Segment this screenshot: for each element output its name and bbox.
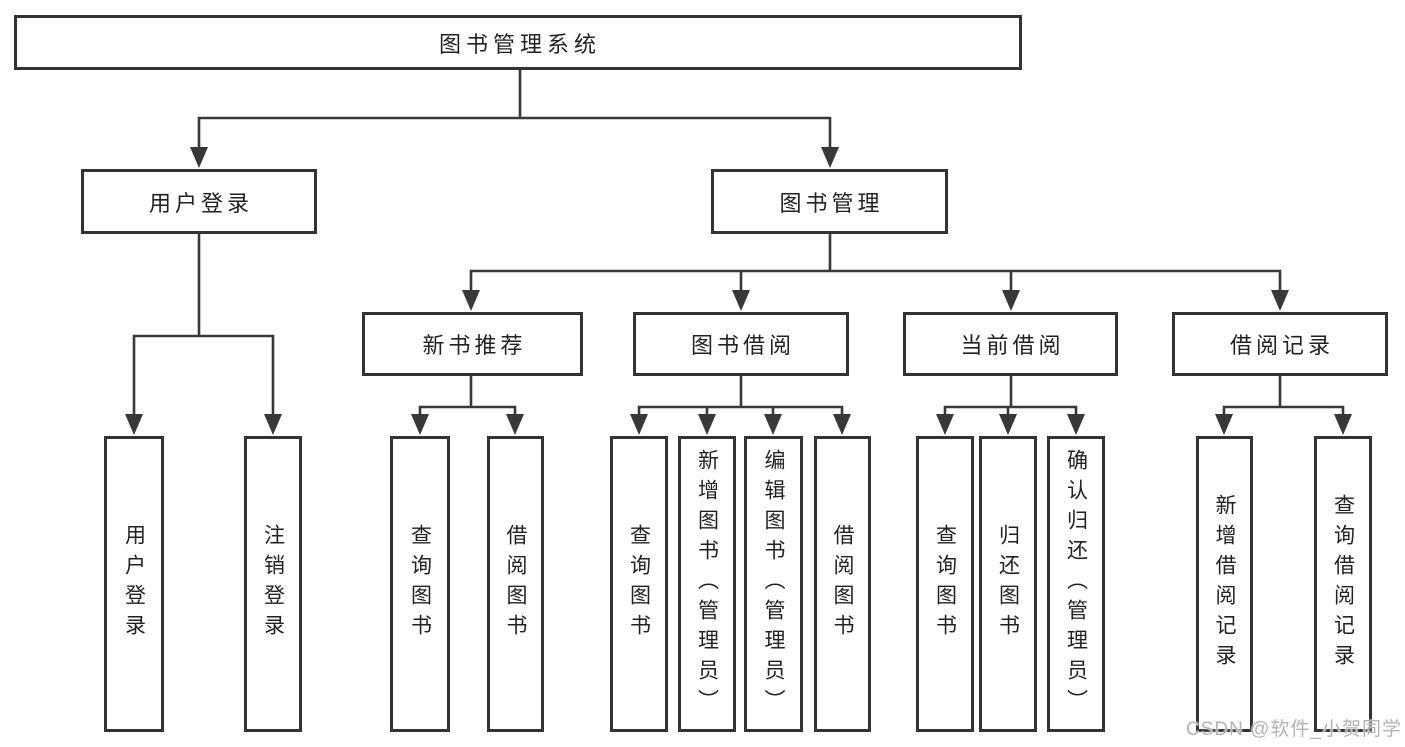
node-current-borrowing-label: 当前借阅 [960,333,1065,358]
leaf-newbooks-borrow-books-label: 借阅图书 [504,524,527,644]
node-book-borrowing: 图书借阅 [633,312,849,376]
node-borrowing-records: 借阅记录 [1172,312,1388,376]
node-root-label: 图书管理系统 [438,31,601,57]
leaf-borrowing-borrow-books: 借阅图书 [814,436,871,732]
node-book-borrowing-label: 图书借阅 [690,333,795,358]
leaf-borrowing-add-books-admin: 新增图书（管理员） [678,436,736,732]
leaf-records-add-record: 新增借阅记录 [1196,436,1253,732]
leaf-newbooks-borrow-books: 借阅图书 [487,436,544,732]
leaf-newbooks-query-books-label: 查询图书 [408,524,432,644]
leaf-newbooks-query-books: 查询图书 [390,436,450,732]
leaf-borrowing-edit-books-admin-label: 编辑图书（管理员） [762,449,785,719]
node-book-management: 图书管理 [711,169,948,234]
node-new-book-recommend: 新书推荐 [362,312,583,376]
node-borrowing-records-label: 借阅记录 [1229,333,1334,358]
node-root: 图书管理系统 [14,15,1022,70]
leaf-logout-label: 注销登录 [261,524,285,644]
leaf-records-query-record: 查询借阅记录 [1314,436,1372,732]
node-current-borrowing: 当前借阅 [903,312,1118,376]
leaf-current-query-books-label: 查询图书 [933,524,957,644]
leaf-current-confirm-return-admin-label: 确认归还（管理员） [1064,449,1088,719]
leaf-borrowing-add-books-admin-label: 新增图书（管理员） [695,449,719,719]
leaf-current-return-books: 归还图书 [979,436,1037,732]
leaf-current-confirm-return-admin: 确认归还（管理员） [1047,436,1105,732]
node-new-book-recommend-label: 新书推荐 [422,333,527,358]
leaf-current-return-books-label: 归还图书 [996,524,1020,644]
leaf-user-login-label: 用户登录 [122,524,146,644]
node-user-login-label: 用户登录 [148,190,253,216]
leaf-borrowing-query-books: 查询图书 [610,436,668,732]
leaf-records-add-record-label: 新增借阅记录 [1213,494,1236,674]
leaf-logout: 注销登录 [244,436,302,732]
csdn-watermark: CSDN @软件_小贺同学 [1186,719,1402,740]
leaf-records-query-record-label: 查询借阅记录 [1331,494,1355,674]
node-book-management-label: 图书管理 [779,190,884,216]
leaf-borrowing-query-books-label: 查询图书 [627,524,651,644]
node-user-login: 用户登录 [81,169,317,234]
leaf-borrowing-edit-books-admin: 编辑图书（管理员） [744,436,803,732]
leaf-user-login: 用户登录 [104,436,164,732]
leaf-borrowing-borrow-books-label: 借阅图书 [831,524,854,644]
leaf-current-query-books: 查询图书 [916,436,974,732]
